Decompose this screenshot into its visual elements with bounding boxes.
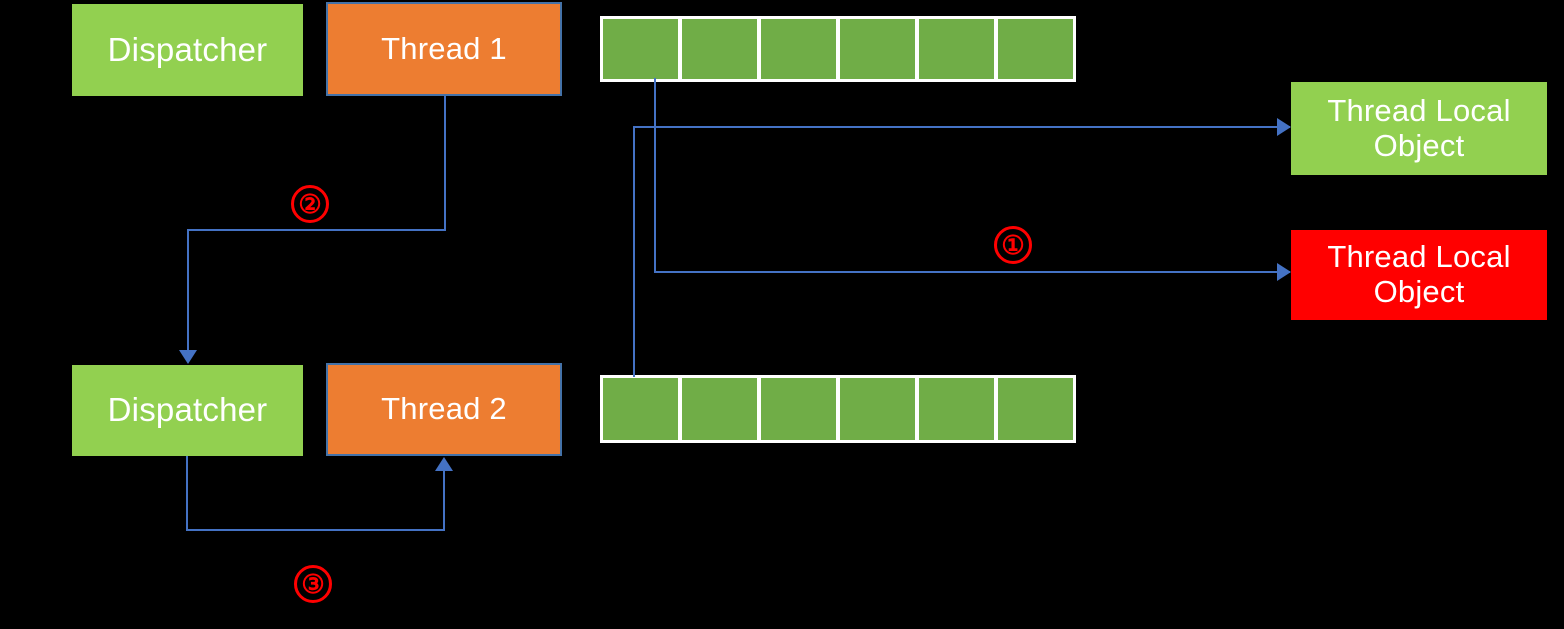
connector-green-arrowhead xyxy=(1277,118,1291,136)
connector-green-horizontal xyxy=(633,126,1290,128)
array-cell[interactable] xyxy=(603,19,678,79)
connector-1-arrowhead xyxy=(1277,263,1291,281)
dispatcher-1-label: Dispatcher xyxy=(107,30,268,68)
array-cell[interactable] xyxy=(840,19,915,79)
array-cell[interactable] xyxy=(998,378,1073,440)
thread-local-object-green[interactable]: Thread Local Object xyxy=(1291,82,1547,175)
dispatcher-2-block[interactable]: Dispatcher xyxy=(72,365,303,456)
array-cell[interactable] xyxy=(682,378,757,440)
dispatcher-2-label: Dispatcher xyxy=(107,391,268,429)
array-cell[interactable] xyxy=(761,19,836,79)
array-cell[interactable] xyxy=(761,378,836,440)
tlo-green-line1: Thread Local xyxy=(1327,92,1511,128)
connector-3-horizontal xyxy=(186,529,445,531)
thread-1-slot-array[interactable] xyxy=(600,16,1076,82)
connector-2-vertical-to-dispatcher2 xyxy=(187,229,189,355)
thread-local-object-red[interactable]: Thread Local Object xyxy=(1291,230,1547,320)
connector-1-vertical xyxy=(654,78,656,273)
thread-2-label: Thread 2 xyxy=(381,391,507,427)
connector-1-horizontal xyxy=(654,271,1290,273)
array-cell[interactable] xyxy=(998,19,1073,79)
step-marker-3: ③ xyxy=(294,565,332,603)
tlo-green-line2: Object xyxy=(1373,127,1465,163)
thread-2-block[interactable]: Thread 2 xyxy=(326,363,562,456)
step-marker-1: ① xyxy=(994,226,1032,264)
step-2-label: ② xyxy=(298,188,322,219)
array-cell[interactable] xyxy=(682,19,757,79)
connector-3-arrowhead xyxy=(435,457,453,471)
step-marker-2: ② xyxy=(291,185,329,223)
tlo-red-line1: Thread Local xyxy=(1327,239,1511,275)
connector-slot-vertical xyxy=(633,126,635,377)
array-cell[interactable] xyxy=(919,19,994,79)
tlo-red-line2: Object xyxy=(1373,274,1465,309)
step-3-label: ③ xyxy=(301,568,325,599)
array-cell[interactable] xyxy=(919,378,994,440)
connector-2-horizontal xyxy=(187,229,446,231)
array-cell[interactable] xyxy=(840,378,915,440)
step-1-label: ① xyxy=(1001,229,1025,260)
connector-2-vertical-from-thread1 xyxy=(444,96,446,231)
thread-1-block[interactable]: Thread 1 xyxy=(326,2,562,96)
thread-2-slot-array[interactable] xyxy=(600,375,1076,443)
thread-1-label: Thread 1 xyxy=(381,30,507,66)
connector-3-vertical-to-thread2 xyxy=(443,470,445,530)
connector-3-vertical-from-dispatcher2 xyxy=(186,456,188,531)
dispatcher-1-block[interactable]: Dispatcher xyxy=(72,4,303,96)
array-cell[interactable] xyxy=(603,378,678,440)
connector-2-arrowhead xyxy=(179,350,197,364)
